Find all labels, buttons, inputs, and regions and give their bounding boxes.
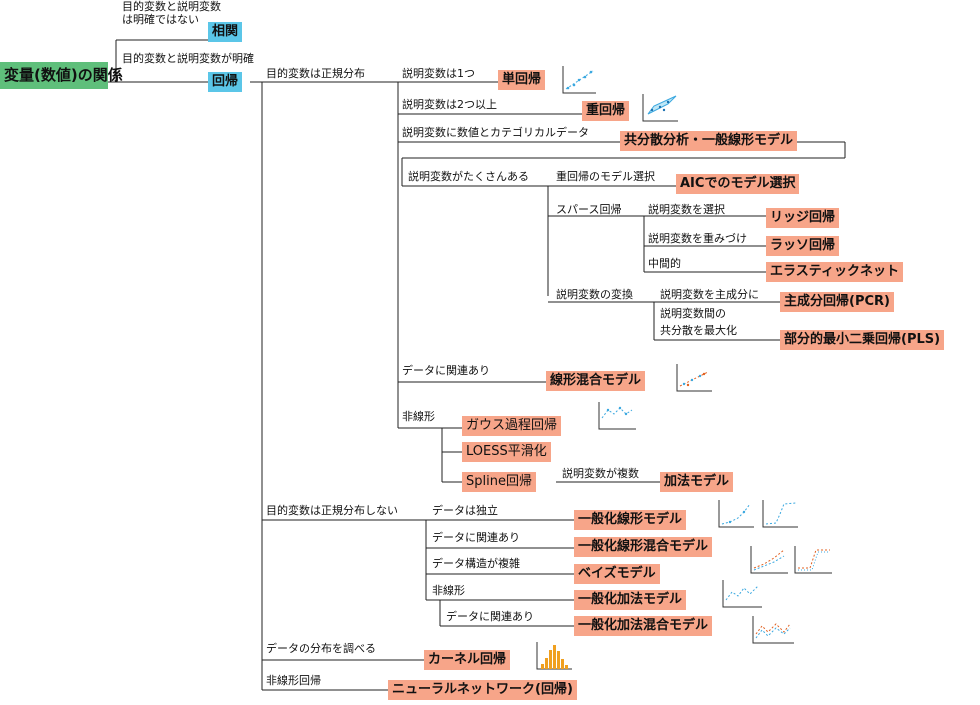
ridge-condition: 説明変数を選択	[648, 203, 725, 216]
glm-thumb-icon	[718, 500, 754, 528]
gam-condition: 説明変数が複数	[562, 467, 639, 480]
pcr-condition: 説明変数を主成分に	[660, 288, 759, 301]
pcr-node: 主成分回帰(PCR)	[780, 292, 894, 312]
lmm-node: 線形混合モデル	[546, 371, 646, 391]
kernel-node: カーネル回帰	[424, 650, 511, 670]
elastic-condition: 中間的	[648, 257, 681, 270]
bayes-condition: データ構造が複雑	[432, 557, 520, 570]
kernel-condition: データの分布を調べる	[266, 642, 376, 655]
glam-node: 一般化加法モデル	[574, 590, 687, 610]
gp-node: ガウス過程回帰	[462, 416, 562, 436]
nonnormal-condition: 目的変数は正規分布しない	[266, 504, 398, 517]
glmm-logistic-thumb-icon	[794, 546, 832, 574]
gamm-condition: データに関連あり	[446, 610, 534, 623]
gam-thumb-icon	[722, 580, 762, 608]
pls-node: 部分的最小二乗回帰(PLS)	[780, 330, 945, 350]
many-vars-condition: 説明変数がたくさんある	[408, 170, 529, 183]
logistic-thumb-icon	[762, 500, 798, 528]
glmm-node: 一般化線形混合モデル	[574, 537, 713, 557]
nn-node: ニューラルネットワーク(回帰)	[388, 680, 577, 700]
histogram-thumb-icon	[536, 642, 572, 670]
glmm-thumb-icon	[750, 546, 788, 574]
bayes-node: ベイズモデル	[574, 564, 660, 584]
spline-node: Spline回帰	[462, 472, 536, 492]
pls-condition-1: 説明変数間の	[660, 307, 726, 320]
sparse-condition: スパース回帰	[556, 203, 622, 216]
elastic-net-node: エラスティックネット	[766, 262, 903, 282]
normal-condition: 目的変数は正規分布	[266, 67, 365, 80]
scatter-thumb-icon	[562, 66, 596, 94]
multi-condition: 説明変数は2つ以上	[402, 98, 497, 111]
glm-node: 一般化線形モデル	[574, 510, 687, 530]
nonlinear-condition: 非線形	[402, 410, 435, 423]
gp-thumb-icon	[598, 402, 636, 430]
simple-condition: 説明変数は1つ	[402, 67, 475, 80]
ancova-condition: 説明変数に数値とカテゴリカルデータ	[402, 126, 589, 139]
loess-node: LOESS平滑化	[462, 442, 551, 462]
glmm-condition: データに関連あり	[432, 531, 520, 544]
glm-condition: データは独立	[432, 504, 498, 517]
gam-nn-condition: 非線形	[432, 584, 465, 597]
multiple-regression-node: 重回帰	[582, 101, 630, 121]
gamm-thumb-icon	[752, 616, 794, 644]
gamm-node: 一般化加法混合モデル	[574, 616, 713, 636]
corr-node: 相関	[208, 22, 243, 42]
nn-condition: 非線形回帰	[266, 674, 321, 687]
corr-condition: 目的変数と説明変数は明確ではない	[122, 0, 221, 26]
lmm-thumb-icon	[676, 364, 712, 392]
lasso-node: ラッソ回帰	[766, 236, 840, 256]
pls-condition-2: 共分散を最大化	[660, 324, 737, 337]
gam-node: 加法モデル	[660, 472, 734, 492]
reg-condition: 目的変数と説明変数が明確	[122, 52, 254, 65]
plane-thumb-icon	[642, 94, 678, 122]
model-select-condition: 重回帰のモデル選択	[556, 170, 655, 183]
aic-node: AICでのモデル選択	[676, 174, 800, 194]
ancova-node: 共分散分析・一般線形モデル	[620, 131, 798, 151]
transform-condition: 説明変数の変換	[556, 288, 633, 301]
lmm-condition: データに関連あり	[402, 364, 490, 377]
simple-regression-node: 単回帰	[498, 70, 546, 90]
ridge-node: リッジ回帰	[766, 208, 840, 228]
lasso-condition: 説明変数を重みづけ	[648, 232, 747, 245]
root-node: 変量(数値)の関係	[0, 62, 123, 89]
reg-node: 回帰	[208, 72, 243, 92]
